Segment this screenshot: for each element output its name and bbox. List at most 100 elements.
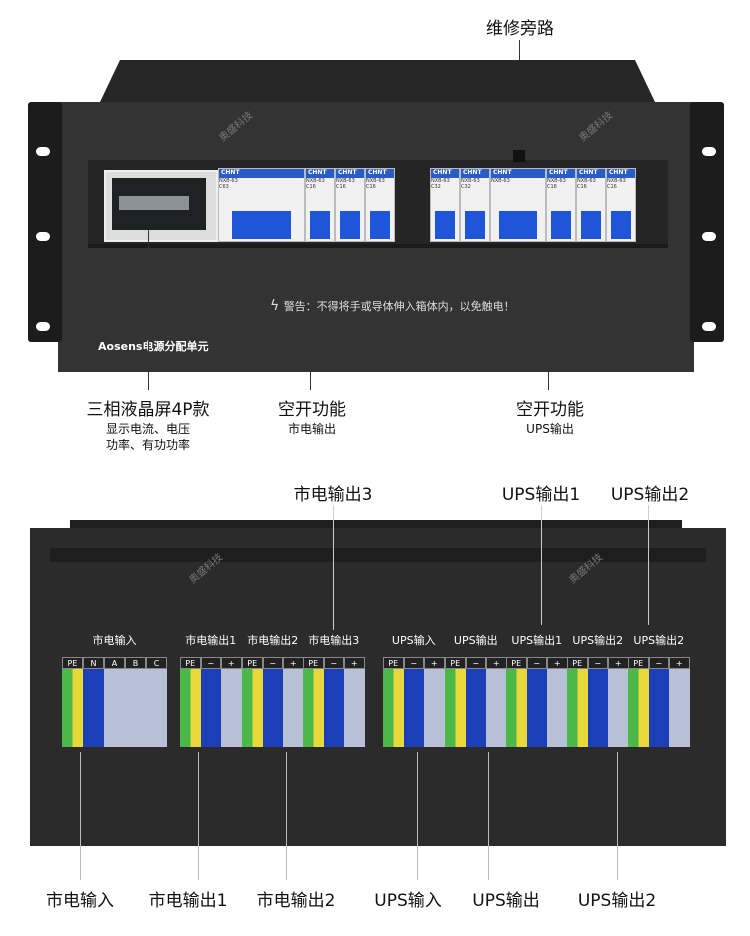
breaker-model: NXB-63: [607, 178, 626, 184]
terminal-minus[interactable]: −: [200, 657, 221, 747]
breaker-handle[interactable]: [581, 211, 601, 239]
terminal-body[interactable]: [125, 669, 146, 747]
terminal-body[interactable]: [526, 669, 547, 747]
terminal-minus[interactable]: −: [587, 657, 608, 747]
terminal-c[interactable]: C: [146, 657, 167, 747]
terminal-body[interactable]: [424, 669, 445, 747]
terminal-body[interactable]: [262, 669, 283, 747]
terminal-body[interactable]: [506, 669, 527, 747]
terminal-tag: −: [526, 657, 547, 669]
terminal-body[interactable]: [465, 669, 486, 747]
breaker-handle[interactable]: [231, 211, 292, 239]
terminal-plus[interactable]: +: [608, 657, 629, 747]
callout-bottom-label: UPS输出: [472, 891, 540, 911]
terminal-body[interactable]: [83, 669, 104, 747]
terminal-b[interactable]: B: [125, 657, 146, 747]
terminal-minus[interactable]: −: [262, 657, 283, 747]
terminal-pe[interactable]: PE: [567, 657, 588, 747]
terminal-body[interactable]: [180, 669, 201, 747]
breaker-rating: C16: [547, 184, 557, 190]
bypass-switch[interactable]: [513, 150, 525, 162]
terminal-minus[interactable]: −: [323, 657, 344, 747]
terminal-body[interactable]: [221, 669, 242, 747]
terminal-pe[interactable]: PE: [506, 657, 527, 747]
breaker-brand: CHNT: [491, 169, 545, 178]
terminal-n[interactable]: N: [83, 657, 104, 747]
terminal-plus[interactable]: +: [424, 657, 445, 747]
breaker-handle[interactable]: [465, 211, 485, 239]
terminal-body[interactable]: [486, 669, 507, 747]
terminal-tag: PE: [242, 657, 263, 669]
breaker-ups-sub: UPS输出: [526, 422, 574, 436]
terminal-body[interactable]: [200, 669, 221, 747]
terminal-a[interactable]: A: [104, 657, 125, 747]
breaker-handle[interactable]: [499, 211, 537, 239]
terminal-body[interactable]: [62, 669, 83, 747]
terminal-body[interactable]: [344, 669, 365, 747]
terminal-body[interactable]: [445, 669, 466, 747]
breaker-handle[interactable]: [370, 211, 390, 239]
terminal-minus[interactable]: −: [526, 657, 547, 747]
terminal-body[interactable]: [403, 669, 424, 747]
lightning-icon: ϟ: [270, 298, 284, 314]
terminal-body[interactable]: [567, 669, 588, 747]
callout-line: [417, 752, 418, 880]
terminal-body[interactable]: [587, 669, 608, 747]
terminal-group-label: 市电输出1: [185, 634, 237, 647]
terminal-pe[interactable]: PE: [62, 657, 83, 747]
terminal-group-label: UPS输出1: [511, 634, 563, 647]
terminal-minus[interactable]: −: [403, 657, 424, 747]
breaker-mains-sub: 市电输出: [287, 422, 337, 436]
chassis-lid: [70, 520, 682, 530]
terminal-body[interactable]: [648, 669, 669, 747]
terminal-tag: −: [648, 657, 669, 669]
breaker-handle[interactable]: [435, 211, 455, 239]
terminal-body[interactable]: [242, 669, 263, 747]
terminal-body[interactable]: [146, 669, 167, 747]
breaker-handle[interactable]: [611, 211, 631, 239]
callout-ups-out1: UPS输出1: [501, 485, 581, 505]
terminal-body[interactable]: [323, 669, 344, 747]
terminal-tag: PE: [567, 657, 588, 669]
terminal-pe[interactable]: PE: [383, 657, 404, 747]
terminal-pe[interactable]: PE: [180, 657, 201, 747]
terminal-group-label: UPS输入: [391, 634, 436, 647]
terminal-pe[interactable]: PE: [303, 657, 324, 747]
terminal-body[interactable]: [628, 669, 649, 747]
terminal-body[interactable]: [608, 669, 629, 747]
terminal-pe[interactable]: PE: [445, 657, 466, 747]
terminal-body[interactable]: [104, 669, 125, 747]
breaker-handle[interactable]: [340, 211, 360, 239]
terminal-body[interactable]: [669, 669, 690, 747]
terminal-plus[interactable]: +: [283, 657, 304, 747]
breaker-handle[interactable]: [551, 211, 571, 239]
lcd-meter: [104, 170, 218, 242]
terminal-body[interactable]: [283, 669, 304, 747]
terminal-pe[interactable]: PE: [242, 657, 263, 747]
terminal-plus[interactable]: +: [344, 657, 365, 747]
terminal-minus[interactable]: −: [465, 657, 486, 747]
callout-ups-out2: UPS输出2: [610, 485, 690, 505]
breaker-rating: C32: [431, 184, 441, 190]
terminal-body[interactable]: [383, 669, 404, 747]
breaker-handle[interactable]: [310, 211, 330, 239]
terminal-body[interactable]: [303, 669, 324, 747]
terminal-pe[interactable]: PE: [628, 657, 649, 747]
terminal-minus[interactable]: −: [648, 657, 669, 747]
terminal-plus[interactable]: +: [547, 657, 568, 747]
terminal-tag: −: [587, 657, 608, 669]
terminal-body[interactable]: [547, 669, 568, 747]
terminal-plus[interactable]: +: [486, 657, 507, 747]
terminal-plus[interactable]: +: [669, 657, 690, 747]
terminal-plus[interactable]: +: [221, 657, 242, 747]
